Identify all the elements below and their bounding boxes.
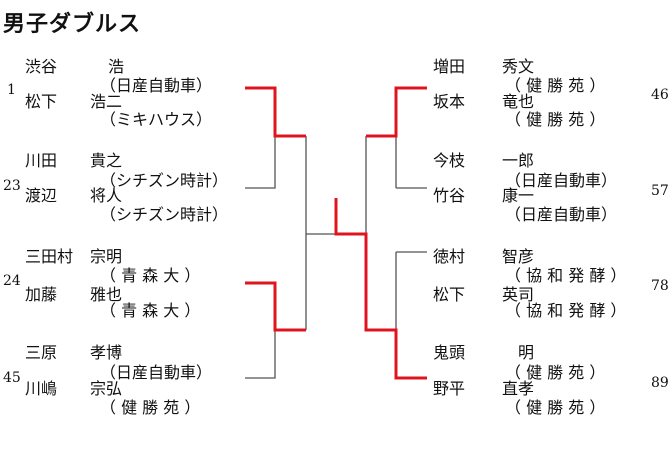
- player-given-name: 明: [518, 343, 535, 362]
- player-affiliation: （日産自動車）: [100, 363, 213, 382]
- seed-number: 1: [7, 82, 16, 98]
- player-given-name: 康一: [502, 186, 535, 205]
- player-surname: 松下: [25, 92, 58, 111]
- player-affiliation: （ 健 勝 苑 ）: [505, 110, 606, 129]
- player-affiliation: （ 協 和 発 酵 ）: [505, 301, 627, 320]
- player-surname: 加藤: [25, 285, 58, 304]
- bracket-line: [245, 136, 276, 189]
- bracket-line: [245, 330, 276, 379]
- player-given-name: 直孝: [502, 379, 535, 398]
- player-given-name: 貴之: [90, 151, 123, 170]
- seed-number: 45: [3, 370, 21, 386]
- bracket-lines-winner: [245, 86, 427, 380]
- player-affiliation: （シチズン時計）: [100, 171, 229, 190]
- seed-number: 23: [3, 178, 21, 194]
- seed-number: 57: [651, 183, 669, 199]
- seed-number: 24: [3, 273, 21, 289]
- player-surname: 竹谷: [433, 186, 466, 205]
- player-surname: 今枝: [433, 151, 466, 170]
- player-affiliation: （シチズン時計）: [100, 205, 229, 224]
- player-surname: 渋谷: [25, 57, 58, 76]
- player-surname: 川田: [25, 151, 58, 170]
- player-given-name: 宗弘: [90, 379, 123, 398]
- player-given-name: 秀文: [502, 57, 535, 76]
- player-given-name: 英司: [502, 285, 535, 304]
- player-affiliation: （ミキハウス）: [100, 110, 213, 129]
- player-affiliation: （日産自動車）: [100, 76, 213, 95]
- player-surname: 三田村: [25, 247, 74, 266]
- winner-line: [366, 86, 427, 138]
- winner-line: [245, 281, 306, 332]
- player-given-name: 一郎: [502, 151, 535, 170]
- player-affiliation: （ 青 森 大 ）: [100, 266, 201, 285]
- player-surname: 川嶋: [25, 379, 58, 398]
- player-surname: 松下: [433, 285, 466, 304]
- player-given-name: 雅也: [90, 285, 123, 304]
- winner-line: [334, 198, 427, 380]
- player-given-name: 孝博: [90, 343, 123, 362]
- seed-number: 46: [651, 87, 669, 103]
- seed-number: 89: [651, 375, 669, 391]
- player-surname: 徳村: [433, 247, 466, 266]
- player-surname: 渡辺: [25, 186, 58, 205]
- player-affiliation: （ 協 和 発 酵 ）: [505, 266, 627, 285]
- winner-line: [245, 86, 306, 138]
- player-affiliation: （ 健 勝 苑 ）: [505, 363, 606, 382]
- player-given-name: 竜也: [502, 92, 535, 111]
- player-affiliation: （日産自動車）: [505, 171, 618, 190]
- player-surname: 鬼頭: [433, 343, 466, 362]
- player-surname: 増田: [433, 57, 466, 76]
- player-given-name: 宗明: [90, 247, 123, 266]
- bracket-lines-gray: [245, 136, 427, 379]
- player-given-name: 浩二: [90, 92, 123, 111]
- player-given-name: 将人: [90, 186, 123, 205]
- seed-number: 78: [651, 278, 669, 294]
- player-given-name: 智彦: [502, 247, 535, 266]
- player-surname: 三原: [25, 343, 58, 362]
- player-affiliation: （ 健 勝 苑 ）: [505, 398, 606, 417]
- player-affiliation: （ 健 勝 苑 ）: [100, 398, 201, 417]
- player-surname: 野平: [433, 379, 466, 398]
- player-surname: 坂本: [433, 92, 466, 111]
- player-affiliation: （日産自動車）: [505, 205, 618, 224]
- player-given-name: 浩: [108, 57, 125, 76]
- page-title: 男子ダブルス: [3, 12, 142, 37]
- player-affiliation: （ 健 勝 苑 ）: [505, 76, 606, 95]
- player-affiliation: （ 青 森 大 ）: [100, 301, 201, 320]
